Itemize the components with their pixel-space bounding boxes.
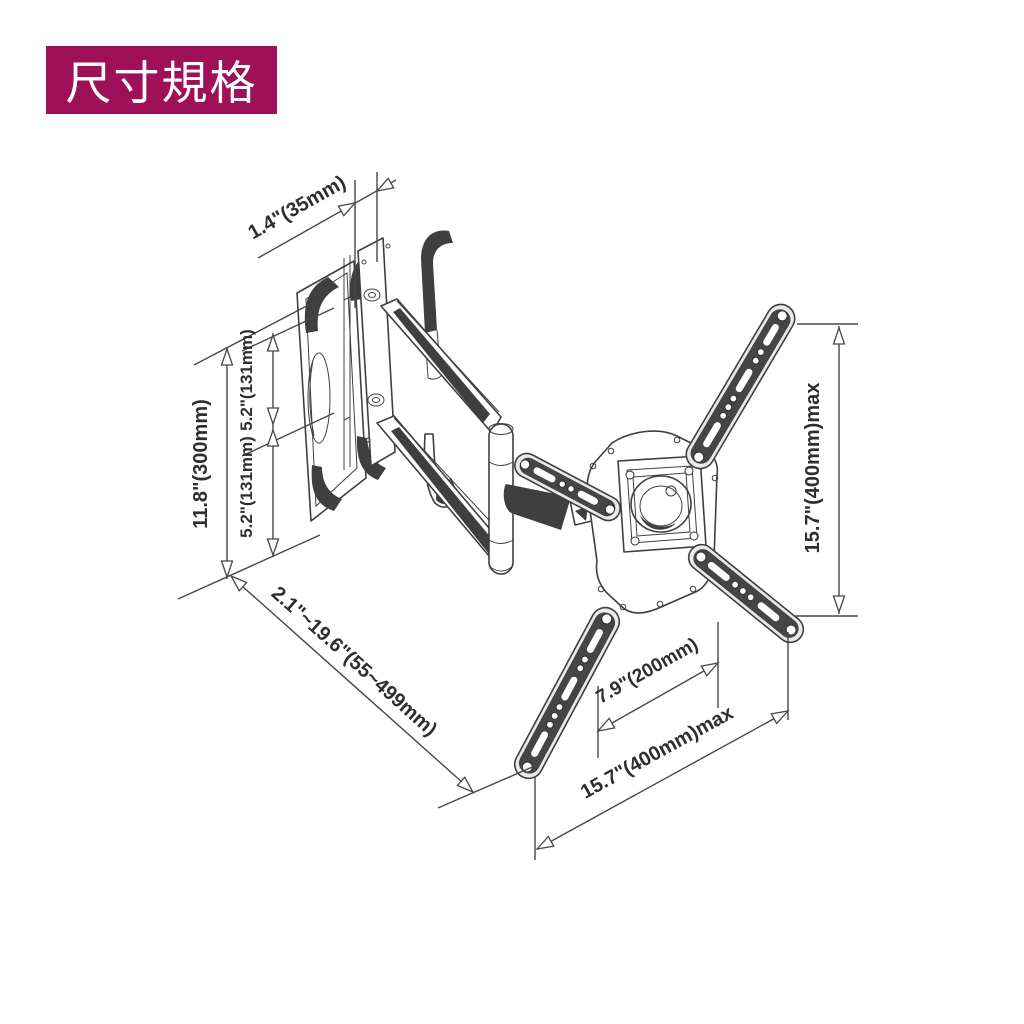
plate-hook-bottom-left <box>311 465 342 511</box>
center-hole-crescent <box>640 515 676 530</box>
dim-wall-plate-height: 11.8"(300mm) <box>177 299 321 600</box>
wall-bracket <box>357 237 396 467</box>
vesa-arm-left <box>514 452 621 522</box>
dim-label-hole-spacing-lower: 5.2"(131mm) <box>237 436 256 538</box>
wall-plate <box>296 251 386 522</box>
spec-title-label: 尺寸規格 <box>65 57 258 109</box>
vesa-plate <box>586 430 719 614</box>
dim-label-wall-plate-height: 11.8"(300mm) <box>190 399 212 529</box>
vesa-arm-top-right <box>685 303 796 470</box>
spec-title-badge: 尺寸規格 <box>46 46 277 114</box>
dim-label-hole-spacing-upper: 5.2"(131mm) <box>237 329 256 431</box>
vesa-arm-bottom-left <box>513 606 621 780</box>
dim-vesa-max-height: 15.7"(400mm)max <box>795 323 858 617</box>
articulating-arms <box>376 298 507 564</box>
dim-label-bracket-depth: 1.4"(35mm) <box>244 172 349 245</box>
dim-label-vesa-max-height: 15.7"(400mm)max <box>802 383 824 554</box>
dim-label-extension-range: 2.1"~19.6"(55~499mm) <box>267 582 441 740</box>
dim-hole-spacing: 5.2"(131mm) 5.2"(131mm) <box>237 307 335 557</box>
vesa-arm-bottom-right <box>687 543 805 644</box>
plate-hook-top-left <box>304 277 339 333</box>
dim-extension-range: 2.1"~19.6"(55~499mm) <box>229 574 538 809</box>
